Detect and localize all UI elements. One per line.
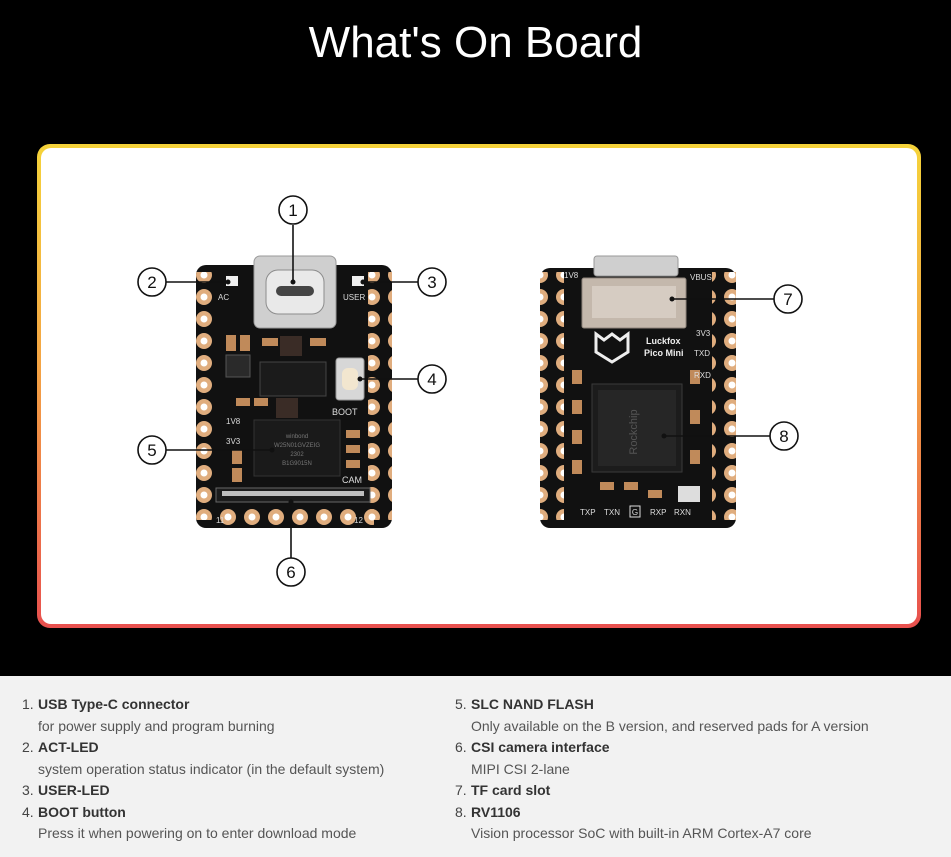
- legend-item-title: BOOT button: [38, 803, 126, 820]
- chip-text-4: B1G9015N: [282, 461, 312, 467]
- legend-item-title: USER-LED: [38, 782, 110, 798]
- silk-txp: TXP: [580, 508, 596, 517]
- boards-illustration: winbond W25N01GVZEIG 2302 B1G9015N AC US…: [137, 195, 803, 587]
- callout-lines: [166, 225, 774, 558]
- legend-item-desc: Press it when powering on to enter downl…: [38, 825, 357, 841]
- legend-footer: 1. USB Type-C connector for power supply…: [0, 676, 951, 857]
- silk-rxd: RXD: [694, 371, 711, 380]
- callout-dots: [225, 279, 675, 505]
- silk-ac: AC: [218, 293, 229, 302]
- chip-text-2: W25N01GVZEIG: [274, 443, 320, 449]
- silk-user: USER: [343, 293, 365, 302]
- legend-item-title: TF card slot: [471, 782, 551, 798]
- callout-7: 7: [773, 284, 803, 314]
- silk-3v3: 3V3: [226, 437, 241, 446]
- legend-item-desc: Vision processor SoC with built-in ARM C…: [471, 825, 812, 841]
- back-smd-components: [572, 370, 700, 498]
- silk-back-1v8: 1V8: [564, 271, 579, 280]
- silk-11: 11: [216, 516, 225, 525]
- callout-8: 8: [769, 421, 799, 451]
- svg-text:3: 3: [427, 273, 436, 292]
- silk-boot: BOOT: [332, 407, 358, 417]
- front-smd-components: [226, 335, 360, 482]
- board-panel-frame: winbond W25N01GVZEIG 2302 B1G9015N AC US…: [37, 144, 921, 628]
- legend-item: 3. USER-LED: [22, 780, 462, 802]
- silk-vbus: VBUS: [690, 273, 712, 282]
- board-panel: winbond W25N01GVZEIG 2302 B1G9015N AC US…: [41, 148, 917, 624]
- callout-5: 5: [137, 435, 167, 465]
- callout-4: 4: [417, 364, 447, 394]
- luckfox-logo: [594, 331, 630, 364]
- callout-1: 1: [278, 195, 308, 225]
- legend-item: 4. BOOT button Press it when powering on…: [22, 802, 462, 845]
- svg-text:7: 7: [783, 290, 792, 309]
- legend-item: 8. RV1106 Vision processor SoC with buil…: [455, 802, 895, 845]
- legend-item: 7. TF card slot: [455, 780, 895, 802]
- silk-cam: CAM: [342, 475, 362, 485]
- legend-item: 1. USB Type-C connector for power supply…: [22, 694, 462, 737]
- silk-txn: TXN: [604, 508, 620, 517]
- front-right-pads: [368, 272, 392, 520]
- front-left-pads: [196, 272, 220, 520]
- callout-6: 6: [276, 557, 306, 587]
- svg-text:4: 4: [427, 370, 436, 389]
- legend-item: 2. ACT-LED system operation status indic…: [22, 737, 462, 780]
- legend-item-title: ACT-LED: [38, 739, 99, 755]
- legend-item-desc: system operation status indicator (in th…: [38, 760, 385, 777]
- soc-text: Rockchip: [628, 409, 640, 454]
- user-led: [352, 276, 364, 286]
- nand-flash-chip: [253, 419, 341, 477]
- svg-text:1: 1: [288, 201, 297, 220]
- legend-item-title: USB Type-C connector: [38, 696, 190, 712]
- silk-g: G: [632, 508, 638, 517]
- page-title: What's On Board: [308, 18, 643, 67]
- callout-2: 2: [137, 267, 167, 297]
- legend-item-title: SLC NAND FLASH: [471, 696, 594, 712]
- silk-txd: TXD: [694, 349, 710, 358]
- silk-luckfox: Luckfox: [646, 336, 681, 346]
- front-board: winbond W25N01GVZEIG 2302 B1G9015N AC US…: [196, 255, 392, 528]
- legend-item-desc: MIPI CSI 2-lane: [471, 760, 570, 777]
- silk-rxp: RXP: [650, 508, 666, 517]
- legend-column-left: 1. USB Type-C connector for power supply…: [22, 694, 462, 845]
- legend-item-desc: Only available on the B version, and res…: [471, 717, 869, 734]
- legend-item: 5. SLC NAND FLASH Only available on the …: [455, 694, 895, 737]
- silk-1v8: 1V8: [226, 417, 241, 426]
- silk-rxn: RXN: [674, 508, 691, 517]
- silk-12: 12: [354, 516, 363, 525]
- legend-item-desc: for power supply and program burning: [38, 717, 275, 734]
- silk-back-3v3: 3V3: [696, 329, 711, 338]
- legend-item-title: RV1106: [471, 803, 521, 820]
- back-board: Luckfox Pico Mini Rockchip: [540, 255, 736, 528]
- legend-item: 6. CSI camera interface MIPI CSI 2-lane: [455, 737, 895, 780]
- legend-item-title: CSI camera interface: [471, 739, 610, 755]
- svg-text:6: 6: [286, 563, 295, 582]
- back-usb-shell: [593, 255, 679, 277]
- svg-text:5: 5: [147, 441, 156, 460]
- svg-text:2: 2: [147, 273, 156, 292]
- legend-column-right: 5. SLC NAND FLASH Only available on the …: [455, 694, 895, 845]
- chip-text-3: 2302: [290, 452, 304, 458]
- act-led: [226, 276, 238, 286]
- chip-text-1: winbond: [285, 434, 308, 440]
- silk-pico-mini: Pico Mini: [644, 348, 684, 358]
- callout-markers: 1 2 3 4 5 6 7 8: [137, 195, 803, 587]
- front-bottom-pads: [214, 503, 374, 525]
- callout-3: 3: [417, 267, 447, 297]
- svg-text:8: 8: [779, 427, 788, 446]
